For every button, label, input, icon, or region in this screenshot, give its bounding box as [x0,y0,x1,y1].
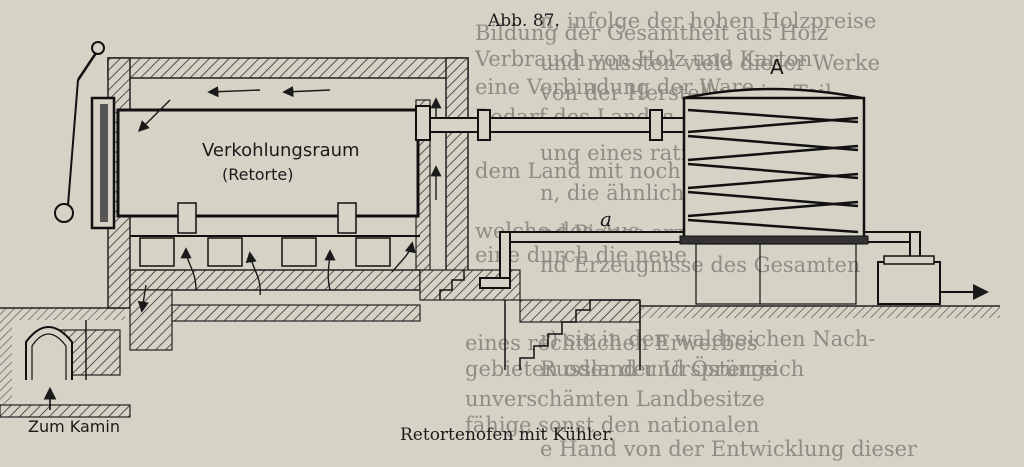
bleed-line: Russland und Österreich [540,356,804,381]
bleed-line: n, infolge der hohen Holzpreise [540,9,876,33]
bleed-line: Verbrauch von Holz und Karton [474,47,812,71]
flow-arrows [137,86,442,313]
cooler-label: A [770,55,784,79]
chamber-label: Verkohlungsraum [202,140,360,161]
bleed-line: fähige sonst den nationalen [465,413,760,437]
vapor-pipe [415,105,689,141]
cooler [679,87,869,305]
pipe-label: a [600,207,612,231]
bleed-line: gebieten oder der Ursprünge [465,357,777,381]
bleed-line: und mussten viele dieser Werke [540,51,880,75]
retort [54,41,420,267]
bleed-line: eines rechtlichen Erwerbes [465,331,758,355]
bleed-line: e Hand von der Entwicklung dieser [540,437,918,461]
retort-label: (Retorte) [222,165,293,184]
stairs [439,270,641,370]
receiver [877,255,989,305]
bleed-line: unverschämten Landbesitze [465,387,765,411]
bleed-line: Bildung der Gesamtheit aus Holz [475,21,828,45]
chimney-flue [25,320,87,410]
bleed-line: nd Erzeugnisse des Gesamten [540,253,861,277]
figure-number: Abb. 87. [487,11,560,31]
ground [0,305,1000,405]
bleed-line: r) sie in den waldreichen Nach- [540,327,876,351]
chimney-label: Zum Kamin [28,417,120,436]
figure-caption: Retortenofen mit Kühler. [400,425,614,445]
